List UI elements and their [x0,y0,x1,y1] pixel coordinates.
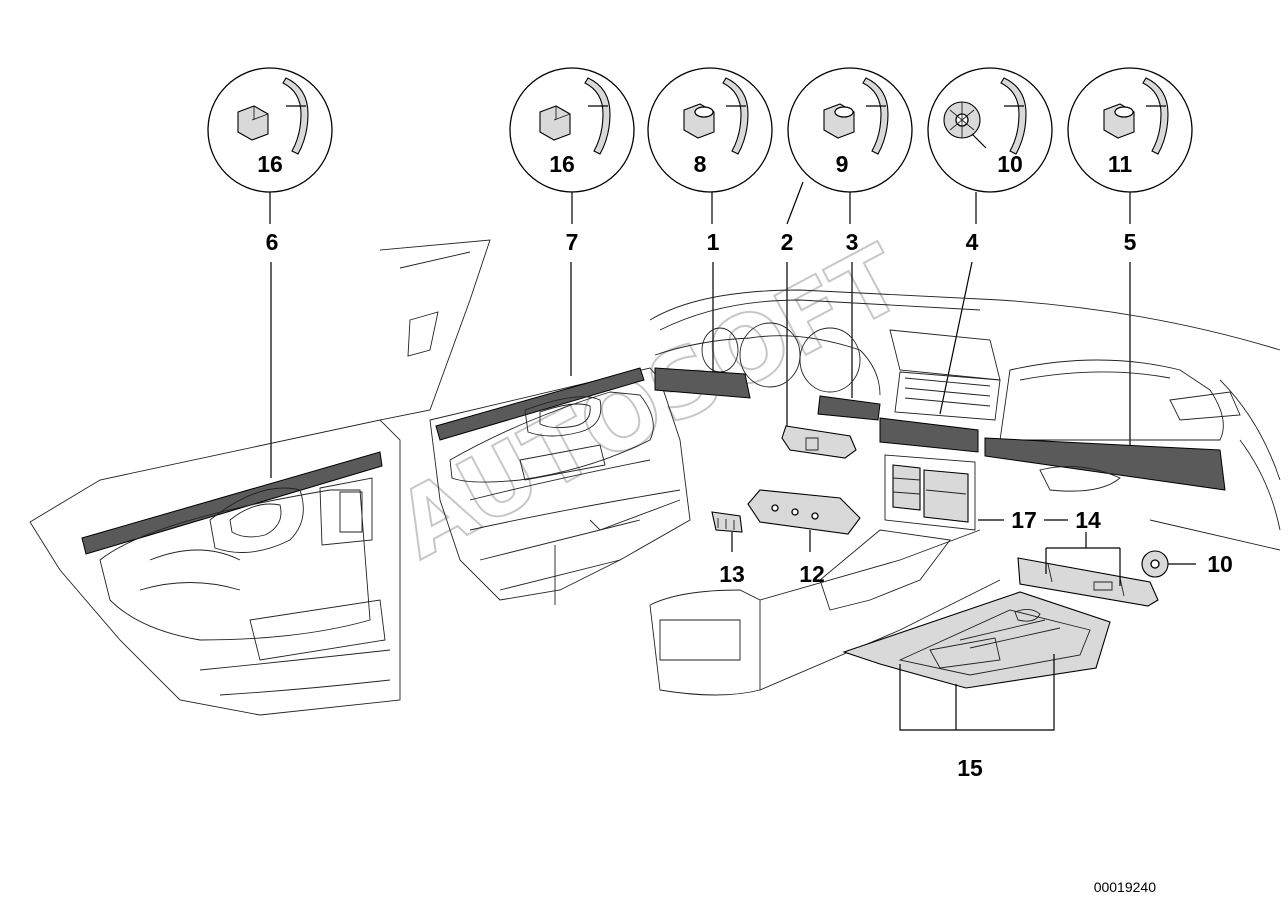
clip-label-c4: 10 [997,151,1023,177]
callout-5: 5 [1124,229,1137,255]
clip-label-c5: 11 [1108,151,1133,177]
dash-trim-radio [879,417,979,453]
detail-circle-c6: 16 [207,67,333,193]
dash-trim-right [984,437,1226,491]
dash-trim-left [654,367,751,399]
detail-circle-c4: 10 [927,67,1053,193]
part-2-panel [781,425,857,459]
callout-7: 7 [566,229,579,255]
detail-circle-c23: 9 [787,67,913,193]
callout-12: 12 [799,561,825,587]
part-14-strip [1017,557,1159,607]
clip-label-c1: 8 [694,151,707,177]
center-console [649,454,1001,696]
callout-15: 15 [957,755,983,781]
clip-label-c7: 16 [549,151,575,177]
leader-14 [1045,532,1121,586]
part-15-tray [842,591,1111,689]
callout-6: 6 [266,229,279,255]
leader-15 [899,654,1055,731]
detail-circle-c7: 16 [509,67,635,193]
callout-17: 17 [1011,507,1037,533]
circle-leader-pair [786,181,851,225]
callout-13: 13 [719,561,745,587]
callout-1: 1 [707,229,720,255]
part-13-clip [711,511,743,533]
callout-14: 14 [1075,507,1101,533]
rear-door [29,239,491,716]
clip-label-c6: 16 [257,151,283,177]
detail-circle-c5: 11 [1067,67,1193,193]
leader-4 [939,261,973,415]
dashboard [649,289,1281,551]
diagram-reference-code: 00019240 [1094,879,1157,895]
callout-4: 4 [966,229,979,255]
rear-door-trim-strip [81,451,383,555]
part-10-disc [1141,550,1169,578]
front-door-trim-strip [435,367,645,441]
circle-leaders [269,192,1131,224]
detail-circle-c1: 8 [647,67,773,193]
clip-label-c23: 9 [836,151,849,177]
part-12-bar [747,489,861,535]
callout-2: 2 [781,229,794,255]
callout-3: 3 [846,229,859,255]
dash-trim-center [817,395,881,421]
callout-10: 10 [1207,551,1233,577]
